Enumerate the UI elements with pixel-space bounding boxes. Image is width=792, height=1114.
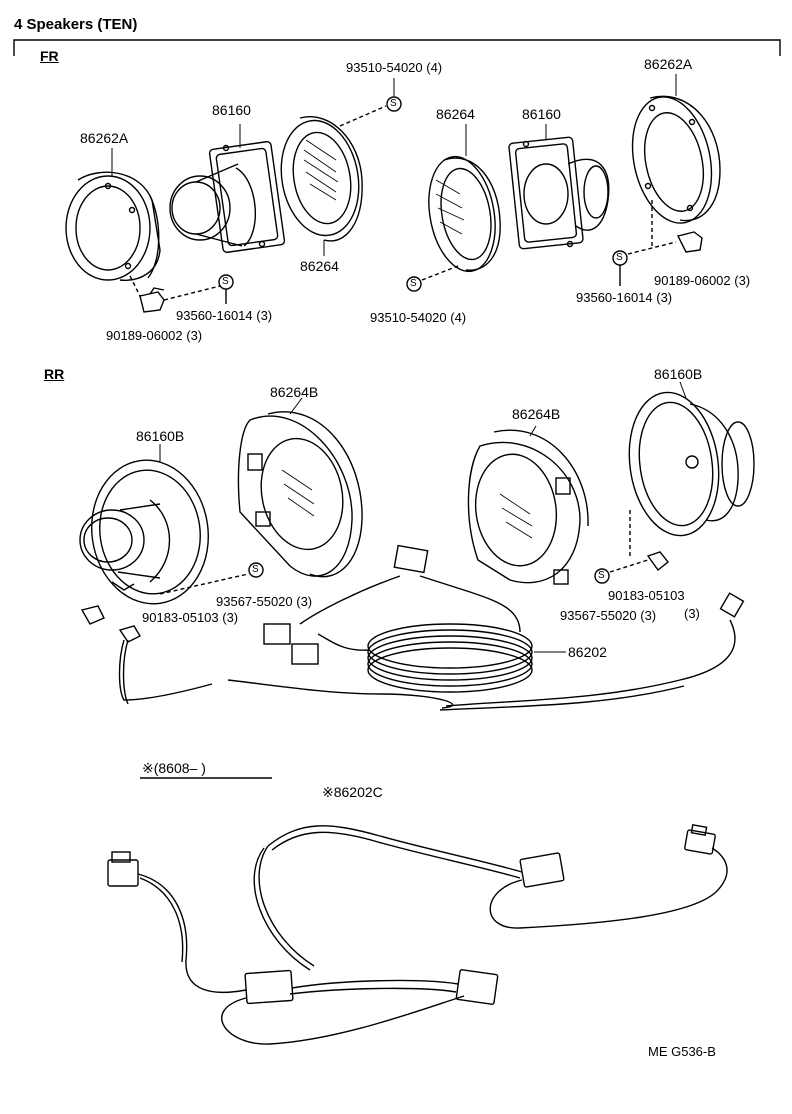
leader-lines [111, 74, 687, 653]
part-label-front-left-grille: 86264 [300, 258, 339, 274]
part-label-rear-right-grille: 86264B [512, 406, 561, 422]
part-label-front-right-clip: 90189-06002 (3) [654, 273, 751, 288]
part-label-front-left-bracket: 86262A [80, 130, 129, 146]
page-title: 4 Speakers (TEN) [14, 16, 138, 33]
screw-s-icon: S [390, 98, 397, 109]
part-label-front-right-speaker: 86160 [522, 106, 561, 122]
rear-left-fasteners-drawing [80, 562, 264, 643]
rear-right-fasteners-drawing [594, 510, 669, 584]
variant-harness-drawing [107, 824, 728, 1045]
diagram-code: ME G536-B [648, 1044, 716, 1059]
front-right-speaker-drawing [508, 136, 610, 250]
part-label-rear-right-screw: 93567-55020 (3) [560, 608, 657, 623]
part-label-front-right-grille: 86264 [436, 106, 475, 122]
part-label-front-left-speaker: 86160 [212, 102, 251, 118]
rear-right-speaker-drawing [628, 391, 755, 537]
screw-s-icon: S [410, 278, 417, 289]
part-label-rear-harness: 86202 [568, 644, 607, 660]
part-label-rear-left-speaker: 86160B [136, 428, 185, 444]
part-label-front-right-screw: 93560-16014 (3) [576, 290, 673, 305]
part-label-rear-right-nut-qty: (3) [684, 606, 700, 621]
part-label-front-bottom-screw: 93510-54020 (4) [370, 310, 467, 325]
part-label-rear-left-grille: 86264B [270, 384, 319, 400]
screw-s-icon: S [252, 564, 259, 575]
part-label-front-left-clip: 90189-06002 (3) [106, 328, 203, 343]
section-label-rear: RR [44, 366, 65, 382]
screw-s-icon: S [222, 276, 229, 287]
front-left-bracket-drawing [65, 171, 161, 281]
front-right-fasteners-drawing [612, 200, 703, 286]
frame-line [13, 39, 781, 56]
screw-s-icon: S [598, 570, 605, 581]
rear-right-grille-drawing [467, 429, 589, 585]
front-bottom-screw-drawing [406, 265, 459, 292]
screw-s-icon: S [616, 252, 623, 263]
front-right-bracket-drawing [631, 95, 721, 224]
front-left-speaker-drawing [169, 141, 286, 253]
part-label-front-right-bracket: 86262A [644, 56, 693, 72]
part-label-rear-right-nut: 90183-05103 [608, 588, 685, 603]
front-left-fasteners-drawing [129, 274, 234, 313]
rear-left-speaker-drawing [79, 459, 210, 605]
part-label-variant-harness: ※86202C [322, 784, 383, 800]
front-left-grille-drawing [280, 116, 363, 242]
part-label-front-left-screw: 93560-16014 (3) [176, 308, 273, 323]
part-label-rear-left-screw: 93567-55020 (3) [216, 594, 313, 609]
part-label-front-top-screw: 93510-54020 (4) [346, 60, 443, 75]
front-right-grille-drawing [428, 155, 501, 273]
part-label-rear-left-nut: 90183-05103 (3) [142, 610, 239, 625]
front-top-screw-drawing [339, 96, 402, 127]
rear-left-grille-drawing [237, 411, 363, 578]
section-label-front: FR [40, 48, 59, 64]
variant-range-label: ※(8608– ) [142, 760, 206, 776]
part-label-rear-right-speaker: 86160B [654, 366, 703, 382]
rear-harness-drawing [118, 544, 745, 711]
